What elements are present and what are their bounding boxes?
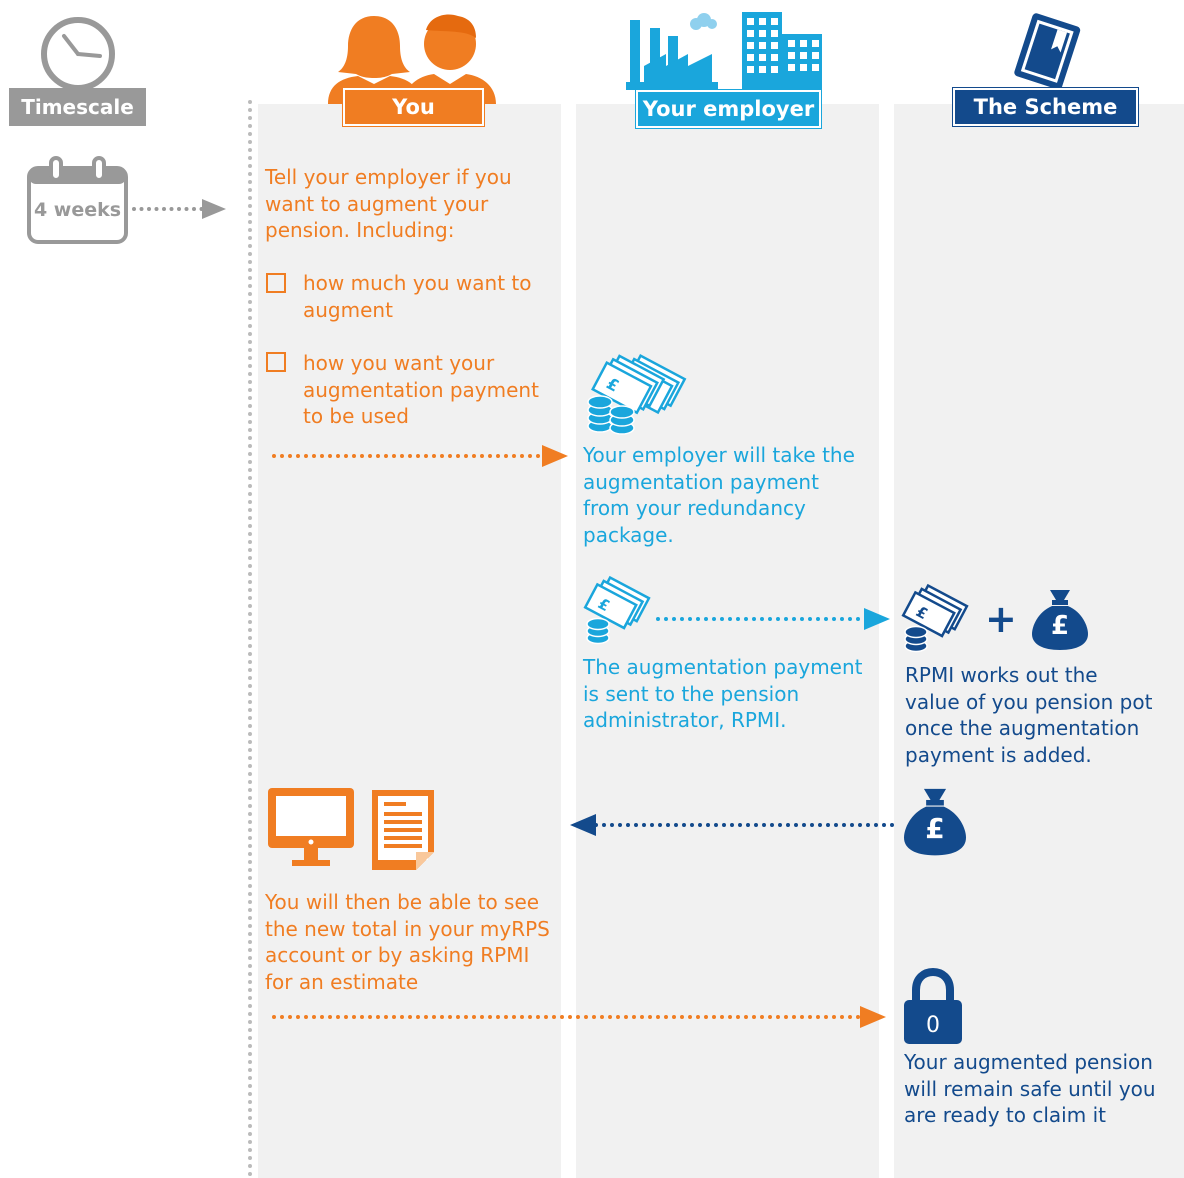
clock-icon [41, 17, 115, 91]
money-bag-pound: £ [1050, 611, 1070, 641]
document-icon [372, 790, 434, 870]
employer-column [576, 104, 879, 1178]
checkbox-2 [266, 352, 286, 372]
book-icon [1014, 13, 1081, 90]
money-bag-pound-2: £ [925, 812, 945, 845]
money-stack-icon: £ [587, 353, 687, 435]
checklist-item-1: how much you want to augment [303, 271, 532, 322]
timescale-header: Timescale [9, 88, 146, 126]
arrow-scheme-to-you [570, 814, 896, 836]
safe-text: Your augmented pension will remain safe … [904, 1050, 1156, 1127]
result-text: You will then be able to see the new tot… [265, 890, 550, 994]
checklist-item-2: how you want your augmentation payment t… [303, 351, 539, 428]
works-out-text: RPMI works out the value of you pension … [905, 663, 1153, 767]
employer-header: Your employer [636, 90, 821, 128]
send-payment-text: The augmentation payment is sent to the … [583, 655, 863, 732]
duration-label: 4 weeks [33, 199, 122, 221]
take-payment-text: Your employer will take the augmentation… [583, 443, 855, 547]
padlock-digit: 0 [926, 1013, 940, 1038]
you-column [258, 104, 561, 1178]
money-bag-icon-2 [904, 788, 966, 856]
arrow-employer-to-scheme [656, 608, 890, 630]
factory-buildings-icon [626, 12, 822, 90]
calendar-icon [27, 156, 128, 244]
arrow-you-to-employer [272, 445, 568, 467]
checkbox-1 [266, 273, 286, 293]
scheme-header: The Scheme [953, 88, 1138, 126]
you-header: You [343, 88, 484, 126]
arrow-you-to-scheme [272, 1006, 886, 1028]
padlock-icon [904, 967, 962, 1044]
plus-sign: + [985, 597, 1017, 641]
timescale-arrow [132, 199, 226, 219]
money-bag-icon [1032, 590, 1088, 650]
computer-monitor-icon [268, 788, 354, 866]
intro-text: Tell your employer if you want to augmen… [265, 165, 512, 242]
timeline-dotted-line [248, 100, 252, 1178]
money-stack-icon-small: £ [583, 575, 651, 645]
money-stack-icon-navy: £ [901, 583, 969, 653]
